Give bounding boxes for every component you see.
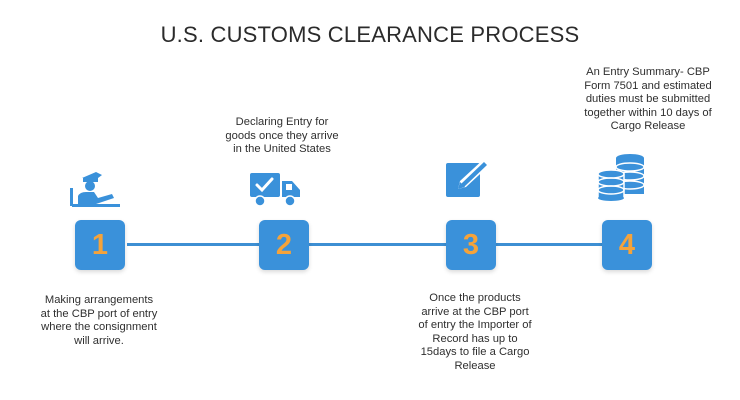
connector-line-3-4 xyxy=(496,243,603,246)
edit-document-icon xyxy=(444,155,496,204)
step-4-box: 4 xyxy=(602,220,652,270)
step-4-description: An Entry Summary- CBP Form 7501 and esti… xyxy=(584,66,712,132)
step-1-box: 1 xyxy=(75,220,125,270)
customs-officer-icon xyxy=(68,168,122,213)
connector-line-2-3 xyxy=(309,243,447,246)
step-3-description: Once the products arrive at the CBP port… xyxy=(418,292,532,372)
coin-stack-icon xyxy=(596,152,648,207)
page-title: U.S. CUSTOMS CLEARANCE PROCESS xyxy=(160,22,580,47)
connector-line-1-2 xyxy=(127,243,260,246)
step-2-number: 2 xyxy=(275,228,293,261)
step-1-number: 1 xyxy=(91,228,109,261)
delivery-truck-icon xyxy=(248,171,302,212)
step-2-description: Declaring Entry for goods once they arri… xyxy=(225,116,339,155)
step-3-box: 3 xyxy=(446,220,496,270)
step-4-number: 4 xyxy=(618,228,636,261)
step-3-number: 3 xyxy=(462,228,480,261)
step-1-description: Making arrangements at the CBP port of e… xyxy=(40,294,158,347)
step-2-box: 2 xyxy=(259,220,309,270)
